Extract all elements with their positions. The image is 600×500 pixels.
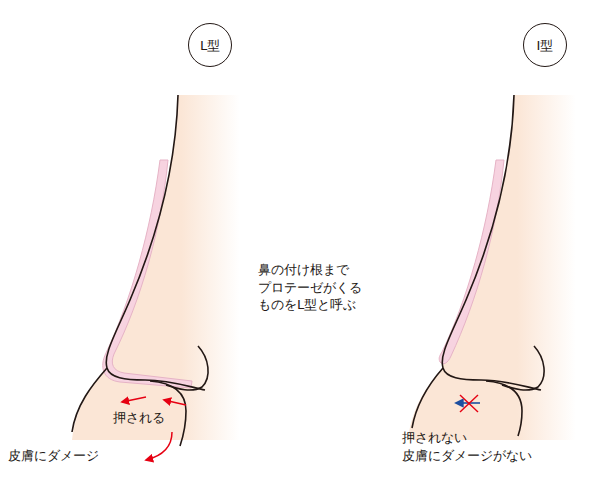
damage-arrow: [146, 432, 172, 460]
badge-text: L型: [200, 39, 220, 52]
annotation-text: 皮膚にダメージ: [8, 447, 99, 465]
nose-outline: [106, 95, 205, 390]
i-type-nose: [408, 95, 576, 440]
cross-mark: [460, 395, 478, 412]
skin: [408, 95, 576, 440]
push-arrow: [122, 397, 146, 402]
badge-text: I型: [537, 39, 554, 52]
push-arrow: [164, 400, 186, 405]
face-line: [72, 368, 107, 432]
face-line: [412, 368, 443, 428]
annotation-text: 押される: [113, 409, 165, 427]
skin: [72, 95, 240, 440]
prosthesis: [103, 160, 192, 388]
nostril: [166, 346, 208, 390]
annotation-text: 押されない 皮膚にダメージがない: [402, 429, 532, 464]
nose-outline: [442, 95, 541, 390]
type-badge: L型: [188, 23, 232, 67]
cross-mark: [460, 395, 478, 412]
note-text: 鼻の付け根まで プロテーゼがくる ものをL型と呼ぶ: [258, 261, 362, 314]
type-badge: I型: [523, 23, 567, 67]
nostril: [502, 346, 544, 390]
prosthesis: [439, 160, 504, 364]
l-type-nose: [72, 95, 240, 460]
